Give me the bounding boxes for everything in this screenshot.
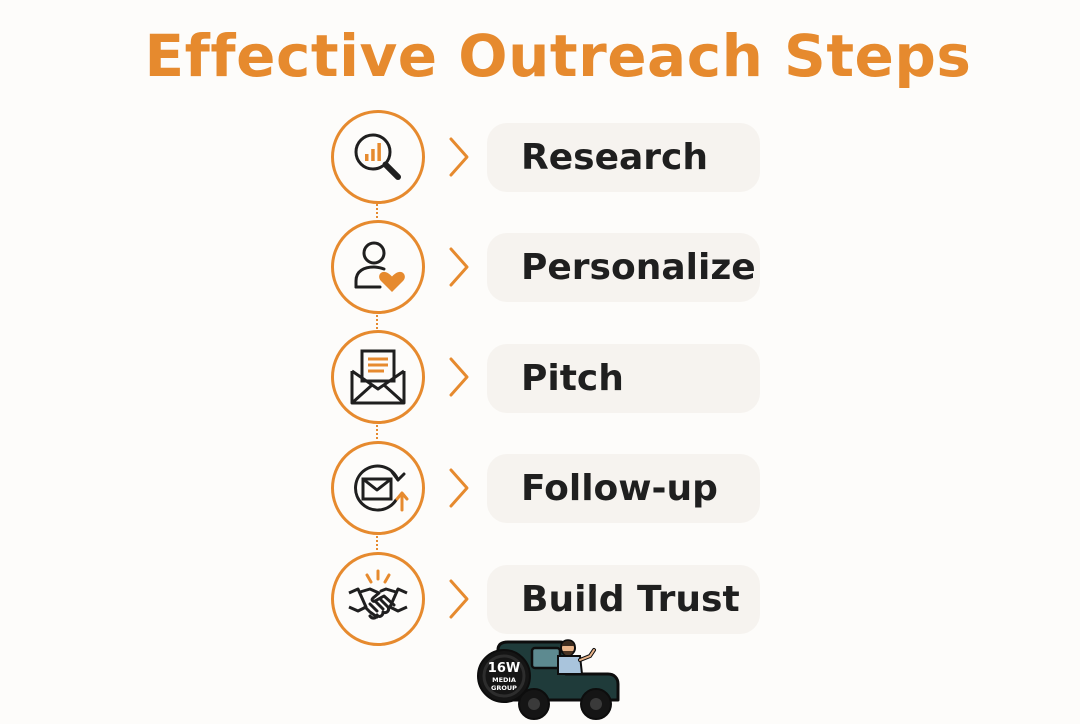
connector-3-4 xyxy=(376,425,378,439)
brand-logo: 16W MEDIA GROUP xyxy=(476,634,626,720)
page-title: Effective Outreach Steps xyxy=(144,22,972,90)
envelope-letter-icon xyxy=(350,349,406,405)
magnifier-chart-icon xyxy=(354,133,401,180)
svg-text:GROUP: GROUP xyxy=(491,684,517,692)
step-build-trust-chevron-icon xyxy=(449,579,469,619)
connector-1-2 xyxy=(376,204,378,218)
step-pitch-label: Pitch xyxy=(521,358,624,399)
step-research-label: Research xyxy=(521,137,708,178)
step-build-trust-circle xyxy=(331,552,425,646)
step-pitch-chevron-icon xyxy=(449,357,469,397)
svg-text:16W: 16W xyxy=(488,661,520,676)
step-research-chevron-icon xyxy=(449,137,469,177)
step-personalize-chevron-icon xyxy=(449,247,469,287)
step-research-pill: Research xyxy=(487,123,760,192)
handshake-icon xyxy=(348,569,408,620)
step-pitch-circle xyxy=(331,330,425,424)
jeep-mascot-logo: 16W MEDIA GROUP xyxy=(477,639,620,720)
step-personalize-circle xyxy=(331,220,425,314)
step-personalize-label: Personalize xyxy=(521,247,756,288)
user-heart-icon xyxy=(354,241,405,292)
step-personalize-pill: Personalize xyxy=(487,233,760,302)
step-research-circle xyxy=(331,110,425,204)
svg-text:MEDIA: MEDIA xyxy=(492,676,516,684)
step-build-trust-label: Build Trust xyxy=(521,579,740,620)
connector-4-5 xyxy=(376,536,378,550)
step-follow-up-label: Follow-up xyxy=(521,468,718,509)
step-follow-up-pill: Follow-up xyxy=(487,454,760,523)
step-follow-up-circle xyxy=(331,441,425,535)
mail-refresh-icon xyxy=(354,464,409,512)
step-follow-up-chevron-icon xyxy=(449,468,469,508)
connector-2-3 xyxy=(376,315,378,329)
step-build-trust-pill: Build Trust xyxy=(487,565,760,634)
step-pitch-pill: Pitch xyxy=(487,344,760,413)
